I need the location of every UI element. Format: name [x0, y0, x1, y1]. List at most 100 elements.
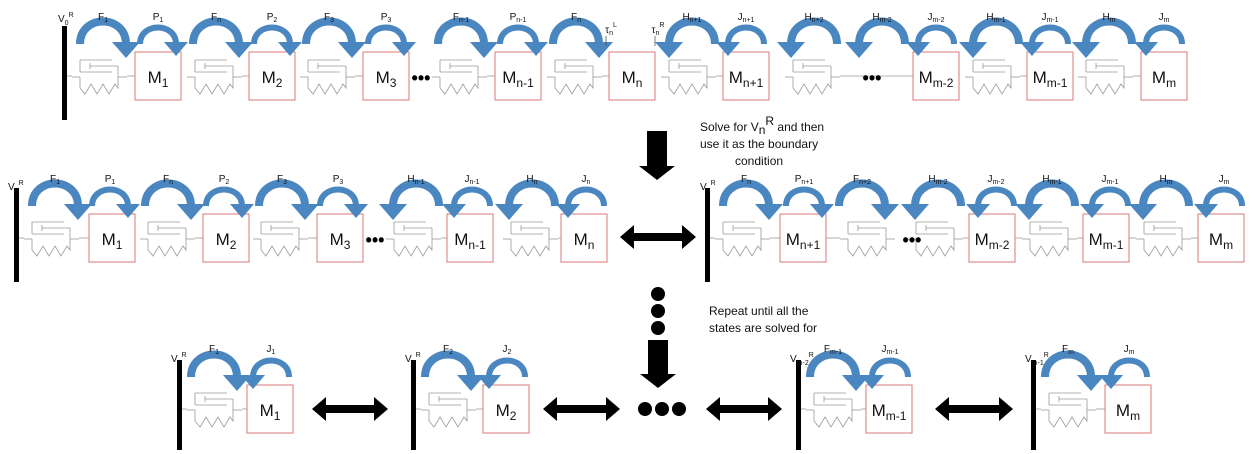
mass-block [779, 213, 827, 263]
arrow-head [556, 204, 580, 218]
row2-left-wall [14, 188, 19, 282]
flow-arrow [497, 24, 539, 45]
arrow-head [716, 42, 740, 56]
flow-arrow [725, 24, 767, 45]
arrow-label: τnL [605, 22, 617, 37]
arrow-head [845, 42, 873, 58]
note-solve-line2: use it as the boundary [700, 137, 818, 151]
spring-damper-element [714, 221, 771, 257]
spring-damper-element [23, 221, 80, 257]
spring-damper-element [420, 392, 477, 428]
flow-arrow [1108, 357, 1150, 378]
row3-wall [796, 360, 801, 450]
mass-label: Mm [1152, 68, 1176, 90]
row3-wall [1031, 360, 1036, 450]
spring-damper-element [546, 59, 603, 95]
arrow-label: Jn-1 [464, 174, 479, 186]
spring-damper-element [385, 221, 442, 257]
arrow-label: Fn [741, 174, 751, 186]
mass-label: M1 [102, 230, 123, 252]
arrow-label: P2 [267, 12, 278, 24]
arrow-label: Hm-2 [872, 12, 891, 24]
note-repeat-line2: states are solved for [709, 321, 817, 335]
mass-block [560, 213, 608, 263]
mass-block [134, 51, 182, 101]
double-arrow [706, 397, 782, 421]
mass-label: Mm-2 [975, 230, 1010, 252]
arrow-head [1077, 375, 1105, 391]
flow-arrow [187, 350, 241, 378]
arrow-label: P3 [381, 12, 392, 24]
flow-arrow [719, 179, 773, 207]
mass-label: Mm-1 [872, 401, 907, 423]
arrow-head [655, 42, 683, 58]
vertical-dot [651, 321, 665, 335]
arrow-label: Jm [1124, 344, 1135, 356]
arrow-head [223, 375, 251, 391]
arrow-label: Hm-2 [928, 174, 947, 186]
mass-block [316, 213, 364, 263]
flow-arrow [317, 186, 359, 207]
spring-damper-element [1135, 221, 1192, 257]
arrow-head [1072, 42, 1100, 58]
flow-arrow [505, 179, 559, 207]
mass-block [1140, 51, 1188, 101]
flow-arrow [911, 179, 965, 207]
flow-arrow [969, 17, 1023, 45]
mass-label: Mn [574, 230, 595, 252]
arrow-label: Pn-1 [510, 12, 527, 24]
mass-label: Mn+1 [729, 68, 764, 90]
mass-label: M2 [262, 68, 283, 90]
arrow-head [470, 42, 498, 58]
mass-label: Mn+1 [786, 230, 821, 252]
mass-label: Mn-1 [454, 230, 486, 252]
vertical-dot [651, 287, 665, 301]
mass-block [202, 213, 250, 263]
mass-label: M1 [148, 68, 169, 90]
arrow-head [959, 42, 987, 58]
flow-arrow [869, 357, 911, 378]
arrow-head [241, 375, 265, 389]
arrow-label: Hm [1102, 12, 1115, 24]
arrow-label: Fn+2 [853, 174, 871, 186]
mass-block [248, 51, 296, 101]
mass-block [362, 51, 410, 101]
flow-arrow [255, 179, 309, 207]
spring-damper-element [1021, 221, 1078, 257]
note-repeat-line1: Repeat until all the [709, 304, 809, 318]
arrow-head [64, 204, 92, 220]
arrow-label: F2 [443, 344, 453, 356]
horizontal-dot [655, 402, 669, 416]
mass-label: Mm [1116, 401, 1140, 423]
row2-right-wall [705, 188, 710, 282]
double-arrow [543, 397, 620, 421]
arrow-head [392, 42, 416, 56]
mass-block [1104, 384, 1152, 434]
horizontal-dot [638, 402, 652, 416]
arrow-head [966, 204, 990, 218]
arrow-label: Hm-1 [1042, 174, 1061, 186]
double-arrow [935, 397, 1013, 421]
flow-arrow [975, 186, 1017, 207]
arrow-label: Hm-1 [986, 12, 1005, 24]
arrow-label: Fn-1 [453, 12, 469, 24]
spring-damper-element [964, 59, 1021, 95]
flow-arrow [76, 17, 130, 45]
flow-arrow [787, 17, 841, 45]
flow-arrow [1025, 179, 1079, 207]
arrow-head [755, 204, 783, 220]
arrow-head [457, 375, 485, 391]
spring-damper-element [139, 221, 196, 257]
arrow-head [177, 204, 205, 220]
mass-label: Mm-2 [919, 68, 954, 90]
flow-arrow [1082, 17, 1136, 45]
wall-velocity-label: V0R [171, 352, 187, 367]
spring-damper-element [186, 59, 243, 95]
mass-label: M2 [496, 401, 517, 423]
flow-arrow [1089, 186, 1131, 207]
mass-label: M2 [216, 230, 237, 252]
mass-label: Mm-1 [1033, 68, 1068, 90]
flow-arrow [250, 357, 292, 378]
arrow-head [906, 42, 930, 56]
arrow-head [524, 42, 548, 56]
